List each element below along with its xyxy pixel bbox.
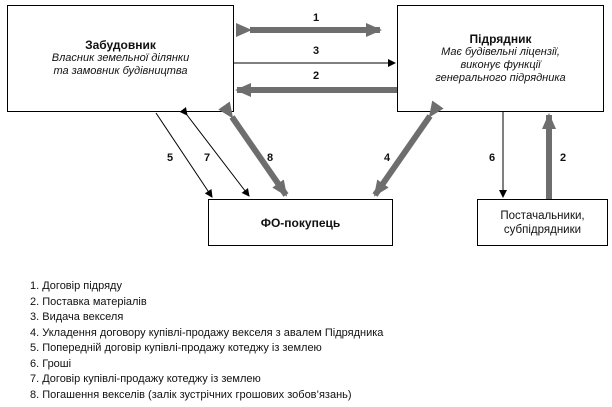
suppliers-line2: субпідрядники [503, 224, 582, 236]
legend-item-8: 8. Погашення векселів (залік зустрічних … [30, 388, 352, 401]
legend-item-6: 6. Гроші [30, 357, 72, 370]
developer-box: Забудовник Власник земельної ділянки та … [7, 5, 234, 112]
contractor-title: Підрядник [469, 32, 532, 46]
legend-list: 1. Договір підряду 2. Поставка матеріалі… [30, 279, 383, 403]
contractor-box: Підрядник Має будівельні ліцензії, викон… [397, 5, 604, 112]
contractor-subtitle-line3: генерального підрядника [435, 72, 566, 84]
suppliers-line1: Постачальники, [500, 210, 585, 222]
developer-title: Забудовник [85, 38, 156, 52]
arrow-8-number: 8 [267, 152, 273, 164]
arrow-6-number: 6 [489, 152, 495, 164]
legend-item-7: 7. Договір купівлі-продажу котеджу із зе… [30, 373, 261, 385]
legend-item-4: 4. Укладення договору купівлі-продажу ве… [30, 326, 384, 339]
legend-item-5: 5. Попередній договір купівлі-продажу ко… [30, 342, 322, 354]
arrow-5-number: 5 [167, 152, 173, 164]
contractor-subtitle-line1: Має будівельні ліцензії, [441, 46, 560, 58]
contractor-subtitle-line2: виконує функції [460, 59, 541, 71]
arrow-2-number: 2 [313, 70, 319, 82]
diagram-arrows: 1 3 2 5 7 8 4 6 2 [155, 12, 566, 199]
arrow-7-number: 7 [204, 152, 210, 164]
buyer-box: ФО-покупець [208, 199, 393, 246]
arrow-3-number: 3 [313, 45, 319, 57]
legend-item-3: 3. Видача векселя [30, 311, 124, 323]
arrow-4-number: 4 [384, 152, 391, 164]
arrow-4-thick-double [372, 100, 444, 197]
arrow-1-number: 1 [313, 12, 319, 24]
developer-subtitle-line1: Власник земельної ділянки [51, 52, 190, 64]
legend-item-1: 1. Договір підряду [30, 280, 122, 292]
arrow-2b-number: 2 [560, 152, 566, 164]
arrow-8-thick-double [218, 101, 289, 197]
legend-item-2: 2. Поставка матеріалів [30, 295, 147, 308]
suppliers-box: Постачальники, субпідрядники [477, 199, 608, 246]
developer-subtitle-line2: та замовник будівництва [53, 65, 188, 77]
buyer-title: ФО-покупець [260, 216, 341, 230]
